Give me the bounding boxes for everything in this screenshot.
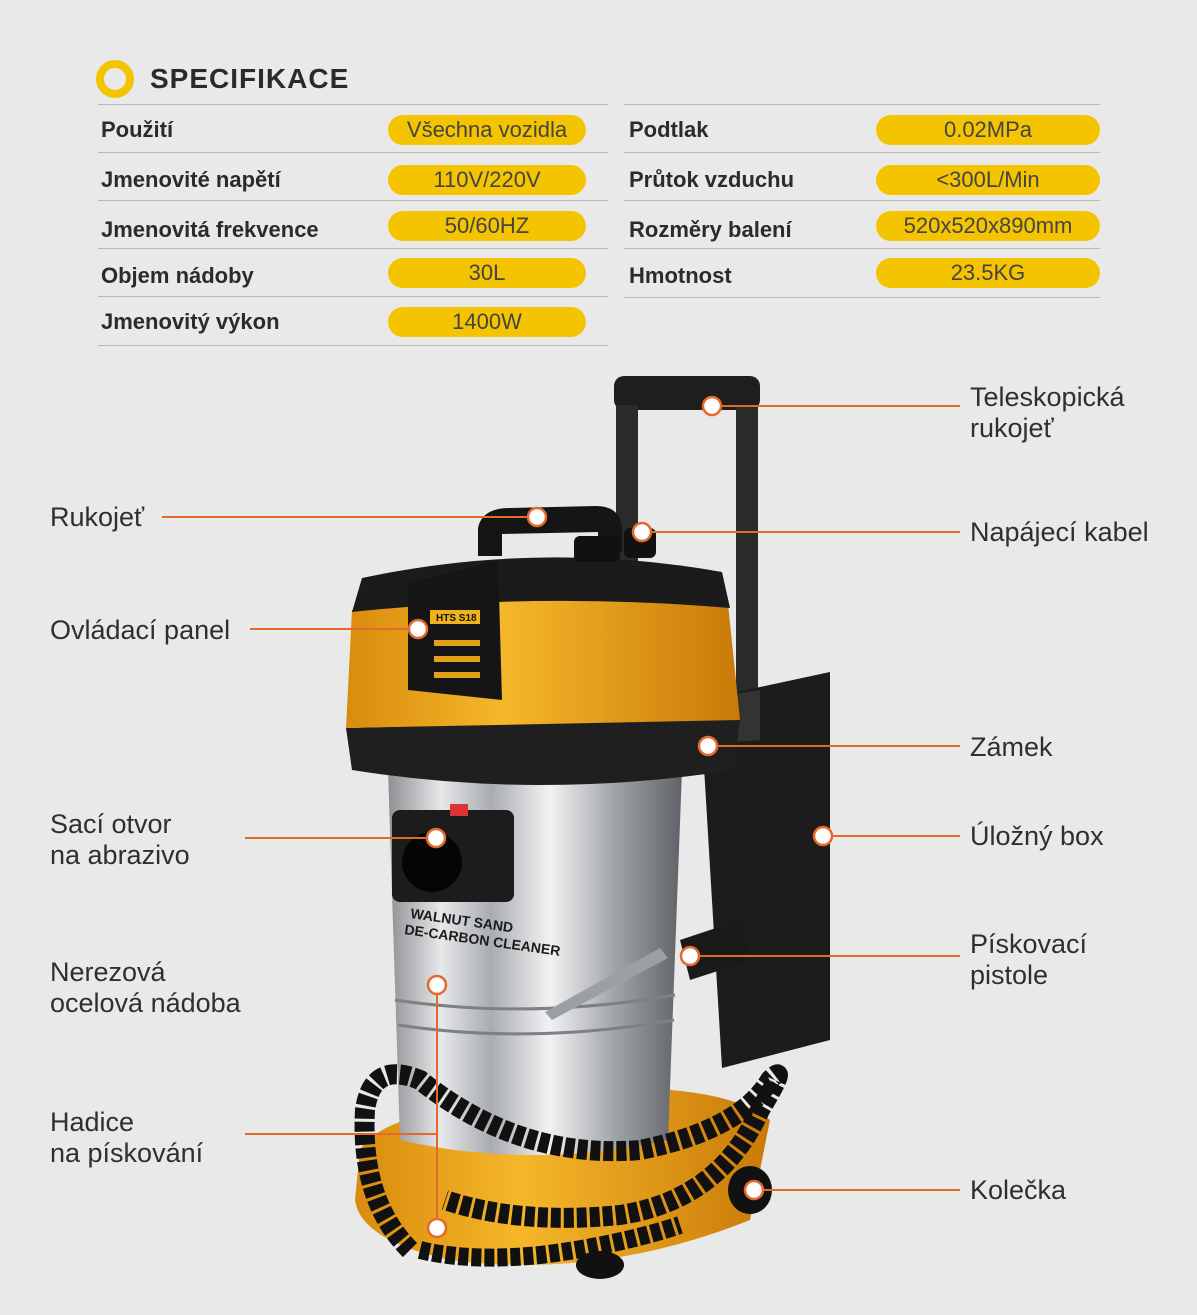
page-title: SPECIFIKACE (150, 63, 350, 94)
spec-label: Hmotnost (629, 263, 732, 288)
spec-label: Průtok vzduchu (629, 167, 795, 192)
callout-teleskopicka-rukojet: Teleskopická rukojeť (970, 382, 1125, 444)
callout-marker (526, 506, 548, 528)
callout-marker (631, 521, 653, 543)
spec-label: Jmenovité napětí (101, 167, 281, 192)
spec-row-objem: Objem nádoby 30L (98, 248, 608, 297)
spec-value-pill: 0.02MPa (876, 115, 1100, 145)
callout-text: Sací otvor (50, 809, 172, 839)
control-panel: HTS S18 (408, 560, 502, 700)
callout-marker (701, 395, 723, 417)
panel-model-text: HTS S18 (436, 613, 477, 624)
callout-ulozny-box: Úložný box (970, 821, 1104, 851)
spec-label: Jmenovitá frekvence (101, 217, 319, 242)
callout-text: Teleskopická (970, 382, 1125, 412)
spec-header: SPECIFIKACE (96, 60, 349, 98)
callout-napajeci-kabel: Napájecí kabel (970, 517, 1149, 547)
circle-ring-icon (96, 60, 134, 98)
spec-row-hmotnost: Hmotnost 23.5KG (624, 248, 1100, 298)
callout-ovladaci-panel: Ovládací panel (50, 615, 231, 645)
callout-zamek: Zámek (970, 732, 1053, 762)
spec-label: Jmenovitý výkon (101, 309, 280, 334)
carry-handle (478, 506, 622, 556)
spec-value-pill: 520x520x890mm (876, 211, 1100, 241)
suction-inlet (392, 804, 514, 902)
callout-marker (426, 974, 448, 996)
spec-row-napeti: Jmenovité napětí 110V/220V (98, 152, 608, 201)
callout-marker (425, 827, 447, 849)
spec-value-pill: 30L (388, 258, 586, 288)
callout-marker (407, 618, 429, 640)
spec-label: Objem nádoby (101, 263, 254, 288)
spec-label: Použití (101, 117, 174, 142)
spec-row-frekvence: Jmenovitá frekvence 50/60HZ (98, 200, 608, 249)
callout-nerezova-nadoba: Nerezová ocelová nádoba (50, 957, 241, 1019)
callout-text: Pískovací (970, 929, 1088, 959)
spec-value-pill: Všechna vozidla (388, 115, 586, 145)
storage-box (700, 672, 830, 1068)
callout-text: Hadice (50, 1107, 135, 1137)
spec-row-podtlak: Podtlak 0.02MPa (624, 104, 1100, 153)
callout-hadice: Hadice na pískování (50, 1107, 203, 1169)
spec-value-pill: <300L/Min (876, 165, 1100, 195)
spec-row-pouziti: Použití Všechna vozidla (98, 104, 608, 153)
callout-text: na pískování (50, 1138, 204, 1168)
callout-piskovaci-pistole: Pískovací pistole (970, 929, 1087, 991)
motor-head (346, 557, 740, 785)
spec-row-rozmery: Rozměry balení 520x520x890mm (624, 200, 1100, 249)
callout-marker (743, 1179, 765, 1201)
callout-marker (812, 825, 834, 847)
blasting-hose (354, 1064, 788, 1258)
callout-text: ocelová nádoba (50, 988, 241, 1018)
callout-text: rukojeť (970, 413, 1054, 443)
spec-label: Podtlak (629, 117, 709, 142)
spec-label: Rozměry balení (629, 217, 792, 242)
callout-marker (697, 735, 719, 757)
spec-row-prutok: Průtok vzduchu <300L/Min (624, 152, 1100, 201)
callout-text: pistole (970, 960, 1049, 990)
callout-saci-otvor: Sací otvor na abrazivo (50, 809, 190, 871)
spec-row-vykon: Jmenovitý výkon 1400W (98, 296, 608, 346)
spec-value-pill: 50/60HZ (388, 211, 586, 241)
blasting-gun (545, 948, 668, 1020)
callout-rukojet: Rukojeť (50, 502, 145, 532)
spec-value-pill: 23.5KG (876, 258, 1100, 288)
callout-text: na abrazivo (50, 840, 190, 870)
callout-marker (679, 945, 701, 967)
callout-kolecka: Kolečka (970, 1175, 1067, 1205)
spec-value-pill: 1400W (388, 307, 586, 337)
spec-value-pill: 110V/220V (388, 165, 586, 195)
callout-marker (426, 1217, 448, 1239)
callout-text: Nerezová (50, 957, 166, 987)
